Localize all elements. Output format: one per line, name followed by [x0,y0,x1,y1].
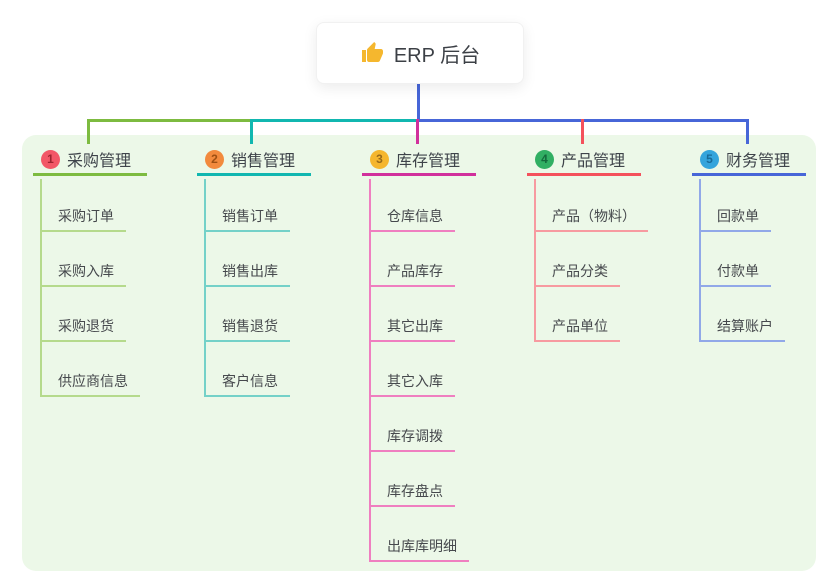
child-node: 结算账户 [699,316,785,342]
child-node: 客户信息 [204,371,290,397]
connector-drop-branch-4 [581,119,584,144]
branch-label: 销售管理 [231,153,296,170]
child-node: 产品（物料） [534,206,648,232]
child-node: 采购入库 [40,261,126,287]
branch-number-badge: 3 [370,149,389,169]
child-node: 付款单 [699,261,771,287]
branch-node-1: 1 采购管理 [33,149,147,176]
branch-node-5: 5 财务管理 [692,149,806,176]
child-node: 其它出库 [369,316,455,342]
branch-children-line-5 [699,179,701,342]
thumbs-up-icon [360,41,384,65]
branch-node-4: 4 产品管理 [527,149,641,176]
branch-label: 库存管理 [396,153,461,170]
connector-drop-branch-2 [250,119,253,144]
branch-children-line-4 [534,179,536,342]
child-node: 产品单位 [534,316,620,342]
child-node: 供应商信息 [40,371,140,397]
branch-label: 财务管理 [726,153,791,170]
branch-children-line-2 [204,179,206,397]
child-node: 出库库明细 [369,536,469,562]
child-node: 产品库存 [369,261,455,287]
branch-number-badge: 5 [700,149,719,169]
root-label: ERP 后台 [393,44,481,67]
connector-drop-branch-1 [87,119,90,144]
branch-node-3: 3 库存管理 [362,149,476,176]
child-node: 回款单 [699,206,771,232]
child-node: 库存盘点 [369,481,455,507]
connector-root-vertical [417,82,420,122]
child-node: 采购退货 [40,316,126,342]
root-node: ERP 后台 [316,22,524,84]
child-node: 仓库信息 [369,206,455,232]
branch-label: 采购管理 [67,153,132,170]
branch-children-line-3 [369,179,371,562]
branch-number-badge: 1 [41,149,60,169]
branch-children-line-1 [40,179,42,397]
connector-drop-branch-5 [746,119,749,144]
connector-horizontal-segment-2 [252,119,417,122]
connector-drop-branch-3 [416,119,419,144]
child-node: 库存调拨 [369,426,455,452]
branch-node-2: 2 销售管理 [197,149,311,176]
branch-number-badge: 4 [535,149,554,169]
branch-label: 产品管理 [561,153,626,170]
branches-background-panel [22,135,816,571]
child-node: 销售订单 [204,206,290,232]
child-node: 采购订单 [40,206,126,232]
child-node: 其它入库 [369,371,455,397]
child-node: 销售出库 [204,261,290,287]
branch-number-badge: 2 [205,149,224,169]
child-node: 销售退货 [204,316,290,342]
connector-horizontal-segment-1 [87,119,252,122]
child-node: 产品分类 [534,261,620,287]
